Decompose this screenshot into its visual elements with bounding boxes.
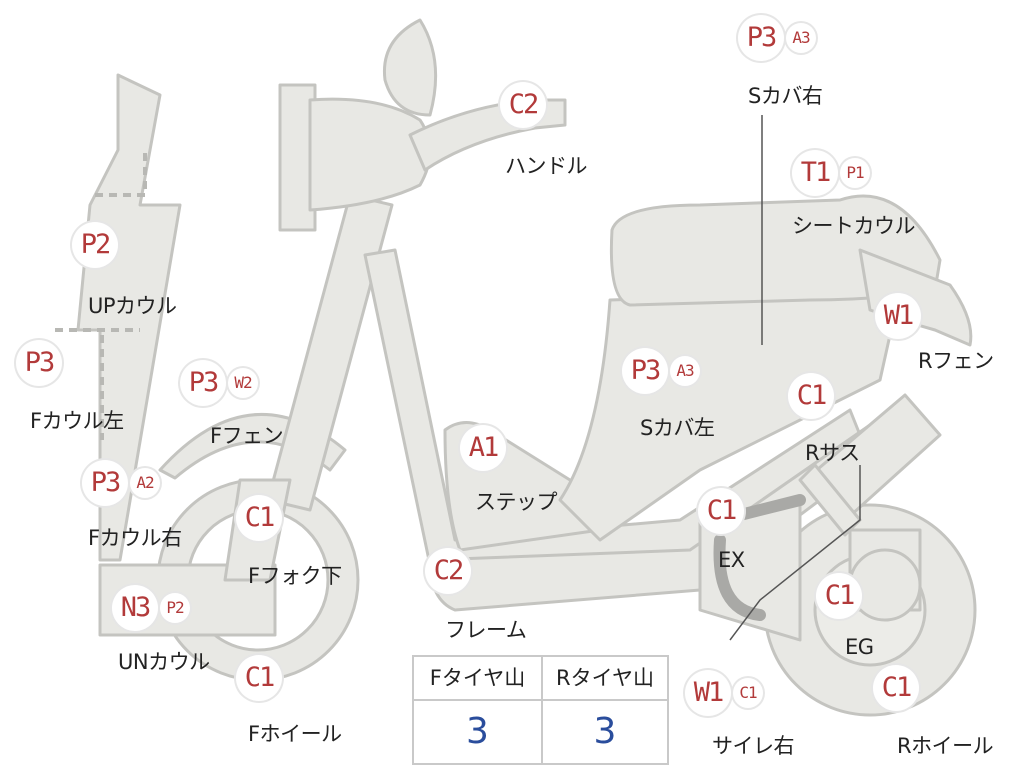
grade-badge-s-cover-l-2: A3 bbox=[670, 356, 700, 386]
grade-badge-f-cowl-r-2: A2 bbox=[130, 468, 160, 498]
part-label-f-fender: Fフェン bbox=[210, 424, 284, 448]
cowl-division-top bbox=[95, 150, 147, 197]
rear-tire-tread-header: Rタイヤ山 bbox=[543, 657, 667, 701]
part-label-eg: EG bbox=[845, 635, 874, 659]
handle-body bbox=[308, 97, 432, 212]
table-divider bbox=[541, 657, 543, 763]
part-label-handle: ハンドル bbox=[505, 154, 588, 178]
fork-tube bbox=[266, 193, 394, 512]
grade-badge-s-cover-r-1: P3 bbox=[738, 15, 784, 61]
part-label-frame: フレーム bbox=[445, 618, 527, 642]
grade-badge-r-fender-1: W1 bbox=[875, 293, 921, 339]
grade-badge-r-sus-1: C1 bbox=[788, 373, 834, 419]
grade-badge-ex-1: C1 bbox=[698, 488, 744, 534]
part-label-un-cowl: UNカウル bbox=[118, 650, 210, 674]
part-label-ex: EX bbox=[718, 548, 745, 572]
grade-badge-muffler-r-1: W1 bbox=[685, 670, 731, 716]
part-label-f-cowl-l: Fカウル左 bbox=[30, 409, 124, 433]
part-label-step: ステップ bbox=[475, 490, 558, 514]
grade-badge-seat-cowl-2: P1 bbox=[840, 158, 870, 188]
engine-pulley bbox=[848, 548, 922, 622]
part-label-s-cover-r: Sカバ右 bbox=[748, 84, 823, 108]
part-label-r-wheel: Rホイール bbox=[897, 734, 994, 758]
part-label-f-fork: Fフォク下 bbox=[248, 564, 342, 588]
grade-badge-eg-1: C1 bbox=[816, 573, 862, 619]
grade-badge-f-cowl-r-1: P3 bbox=[82, 460, 128, 506]
grade-badge-frame-1: C2 bbox=[425, 548, 471, 594]
part-label-seat-cowl: シートカウル bbox=[792, 214, 916, 238]
grade-badge-up-cowl-1: P2 bbox=[72, 222, 118, 268]
part-label-muffler-r: サイレ右 bbox=[712, 734, 795, 758]
grade-badge-seat-cowl-1: T1 bbox=[792, 150, 838, 196]
part-label-s-cover-l: Sカバ左 bbox=[640, 416, 715, 440]
grade-badge-handle-1: C2 bbox=[500, 82, 546, 128]
grade-badge-un-cowl-2: P2 bbox=[160, 593, 190, 623]
part-label-r-sus: Rサス bbox=[805, 441, 860, 465]
grade-badge-s-cover-l-1: P3 bbox=[622, 348, 668, 394]
grade-badge-muffler-r-2: C1 bbox=[733, 678, 763, 708]
headlight-housing bbox=[278, 83, 317, 232]
seat bbox=[609, 194, 942, 307]
grade-badge-f-fender-1: P3 bbox=[180, 360, 226, 406]
grade-badge-f-fork-1: C1 bbox=[236, 495, 282, 541]
grade-badge-f-wheel-1: C1 bbox=[236, 655, 282, 701]
mirror bbox=[382, 18, 438, 117]
rear-tire-tread-value: 3 bbox=[593, 711, 617, 752]
grade-badge-un-cowl-1: N3 bbox=[112, 585, 158, 631]
leader-r-sus bbox=[729, 465, 861, 641]
front-tire-tread-header: Fタイヤ山 bbox=[414, 657, 541, 701]
part-label-r-fender: Rフェン bbox=[918, 349, 994, 373]
grade-badge-f-cowl-l-1: P3 bbox=[16, 340, 62, 386]
part-label-f-wheel: Fホイール bbox=[248, 722, 342, 746]
part-label-up-cowl: UPカウル bbox=[88, 294, 177, 318]
grade-badge-f-fender-2: W2 bbox=[228, 368, 258, 398]
grade-badge-r-wheel-1: C1 bbox=[873, 665, 919, 711]
tire-tread-table: Fタイヤ山 Rタイヤ山 3 3 bbox=[412, 655, 669, 765]
grade-badge-step-1: A1 bbox=[460, 425, 506, 471]
grade-badge-s-cover-r-2: A3 bbox=[786, 23, 816, 53]
shock-spring bbox=[798, 463, 862, 537]
front-tire-tread-value: 3 bbox=[466, 711, 489, 752]
part-label-f-cowl-r: Fカウル右 bbox=[88, 526, 182, 550]
